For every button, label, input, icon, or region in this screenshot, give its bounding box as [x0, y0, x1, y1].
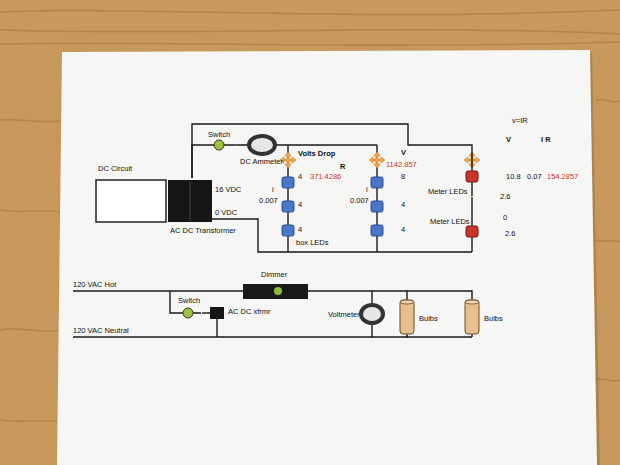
component-label: Bulbs: [419, 314, 438, 323]
wire: [372, 298, 472, 326]
value-label: R: [340, 162, 345, 171]
led-symbol: [371, 177, 383, 188]
voltmeter-symbol: [361, 305, 383, 323]
wire: [202, 312, 208, 313]
component-node: Bulbs: [398, 298, 446, 336]
wire: [170, 291, 217, 337]
value-label: 0.007: [259, 196, 278, 205]
wire: [471, 197, 472, 214]
value-label: 120 VAC Neutral: [73, 326, 129, 335]
component-node: AC DC xfrmr: [208, 305, 273, 321]
wire: [372, 326, 407, 337]
light-symbol: [369, 152, 385, 168]
component-label: DC Ammeter: [240, 157, 283, 166]
value-label: 4: [298, 172, 302, 181]
red-led: [466, 226, 478, 237]
value-label: 2.6: [500, 192, 510, 201]
component-node: DC Circuit: [96, 162, 166, 222]
value-label: 4: [401, 200, 405, 209]
value-label: 371.4286: [310, 172, 341, 181]
component-label: Dimmer: [261, 270, 287, 279]
component-label: Switch: [178, 296, 200, 305]
component-node: Meter LEDs: [426, 168, 480, 197]
value-label: v=IR: [512, 116, 528, 125]
wire: [233, 144, 238, 145]
blue-leds: [282, 177, 383, 236]
bulb-top: [400, 300, 414, 304]
led-symbol: [282, 201, 294, 212]
led-symbol: [282, 225, 294, 236]
xfrmr-block: [210, 307, 224, 319]
component-label: AC DC xfrmr: [228, 307, 271, 316]
value-label: i: [272, 185, 274, 194]
switch-symbol: [214, 140, 224, 150]
bulb-symbol: [400, 300, 414, 334]
value-label: 2.6: [505, 229, 515, 238]
red-led: [466, 171, 478, 182]
value-label: 4: [298, 225, 302, 234]
value-label: 8: [401, 172, 405, 181]
value-label: V: [506, 135, 511, 144]
bulb-top: [465, 300, 479, 304]
component-label: box LEDs: [296, 238, 329, 247]
switch-symbol: [183, 308, 193, 318]
transformer-divider: [190, 181, 191, 221]
led-symbol: [282, 177, 294, 188]
led-symbol: [371, 225, 383, 236]
value-label: 0 VDC: [215, 208, 237, 217]
component-label: Bulbs: [484, 314, 503, 323]
wire: [192, 124, 472, 178]
transformer-block: [168, 180, 212, 222]
component-node: Switch: [205, 129, 233, 152]
value-label: 154.2857: [547, 172, 578, 181]
value-label: 4: [401, 225, 405, 234]
value-label: 120 VAC Hot: [73, 280, 116, 289]
value-label: 0.07: [527, 172, 542, 181]
value-label: 1142.857: [386, 160, 417, 169]
component-label: DC Circuit: [98, 164, 132, 173]
value-label: 10.8: [506, 172, 521, 181]
component-node: box LEDs: [294, 237, 331, 249]
value-label: 16 VDC: [215, 185, 241, 194]
component-label: Meter LEDs: [430, 217, 470, 226]
value-label: Volts Drop: [298, 149, 335, 158]
value-label: V: [401, 148, 406, 157]
paper-sheet: [57, 50, 597, 465]
dc-circuit-box: [96, 180, 166, 222]
component-node: Bulbs: [463, 298, 511, 336]
component-label: Voltmeter: [328, 310, 360, 319]
value-label: I R: [541, 135, 551, 144]
wire: [205, 144, 377, 145]
dimmer-knob: [274, 287, 282, 295]
component-label: Switch: [208, 130, 230, 139]
component-node: Switch: [176, 295, 202, 320]
wire: [407, 291, 472, 298]
dimmer-bar: [243, 284, 308, 299]
component-label: AC DC Transformer: [170, 226, 236, 235]
led-symbol: [371, 201, 383, 212]
wire: [73, 334, 472, 337]
component-node: Meter LEDs: [428, 214, 480, 240]
component-node: Dimmer: [243, 268, 308, 300]
wire: [192, 145, 205, 178]
component-label: Meter LEDs: [428, 187, 468, 196]
value-label: 0.007: [350, 196, 369, 205]
value-label: 4: [298, 200, 302, 209]
component-node: Voltmeter: [326, 302, 386, 326]
value-label: i: [366, 185, 368, 194]
ammeter-symbol: [249, 136, 275, 154]
component-node: DC Ammeter: [238, 136, 285, 167]
bulb-symbol: [465, 300, 479, 334]
wire: [288, 145, 377, 252]
wire: [308, 291, 372, 302]
value-label: 0: [503, 213, 507, 222]
wires: [73, 145, 472, 337]
